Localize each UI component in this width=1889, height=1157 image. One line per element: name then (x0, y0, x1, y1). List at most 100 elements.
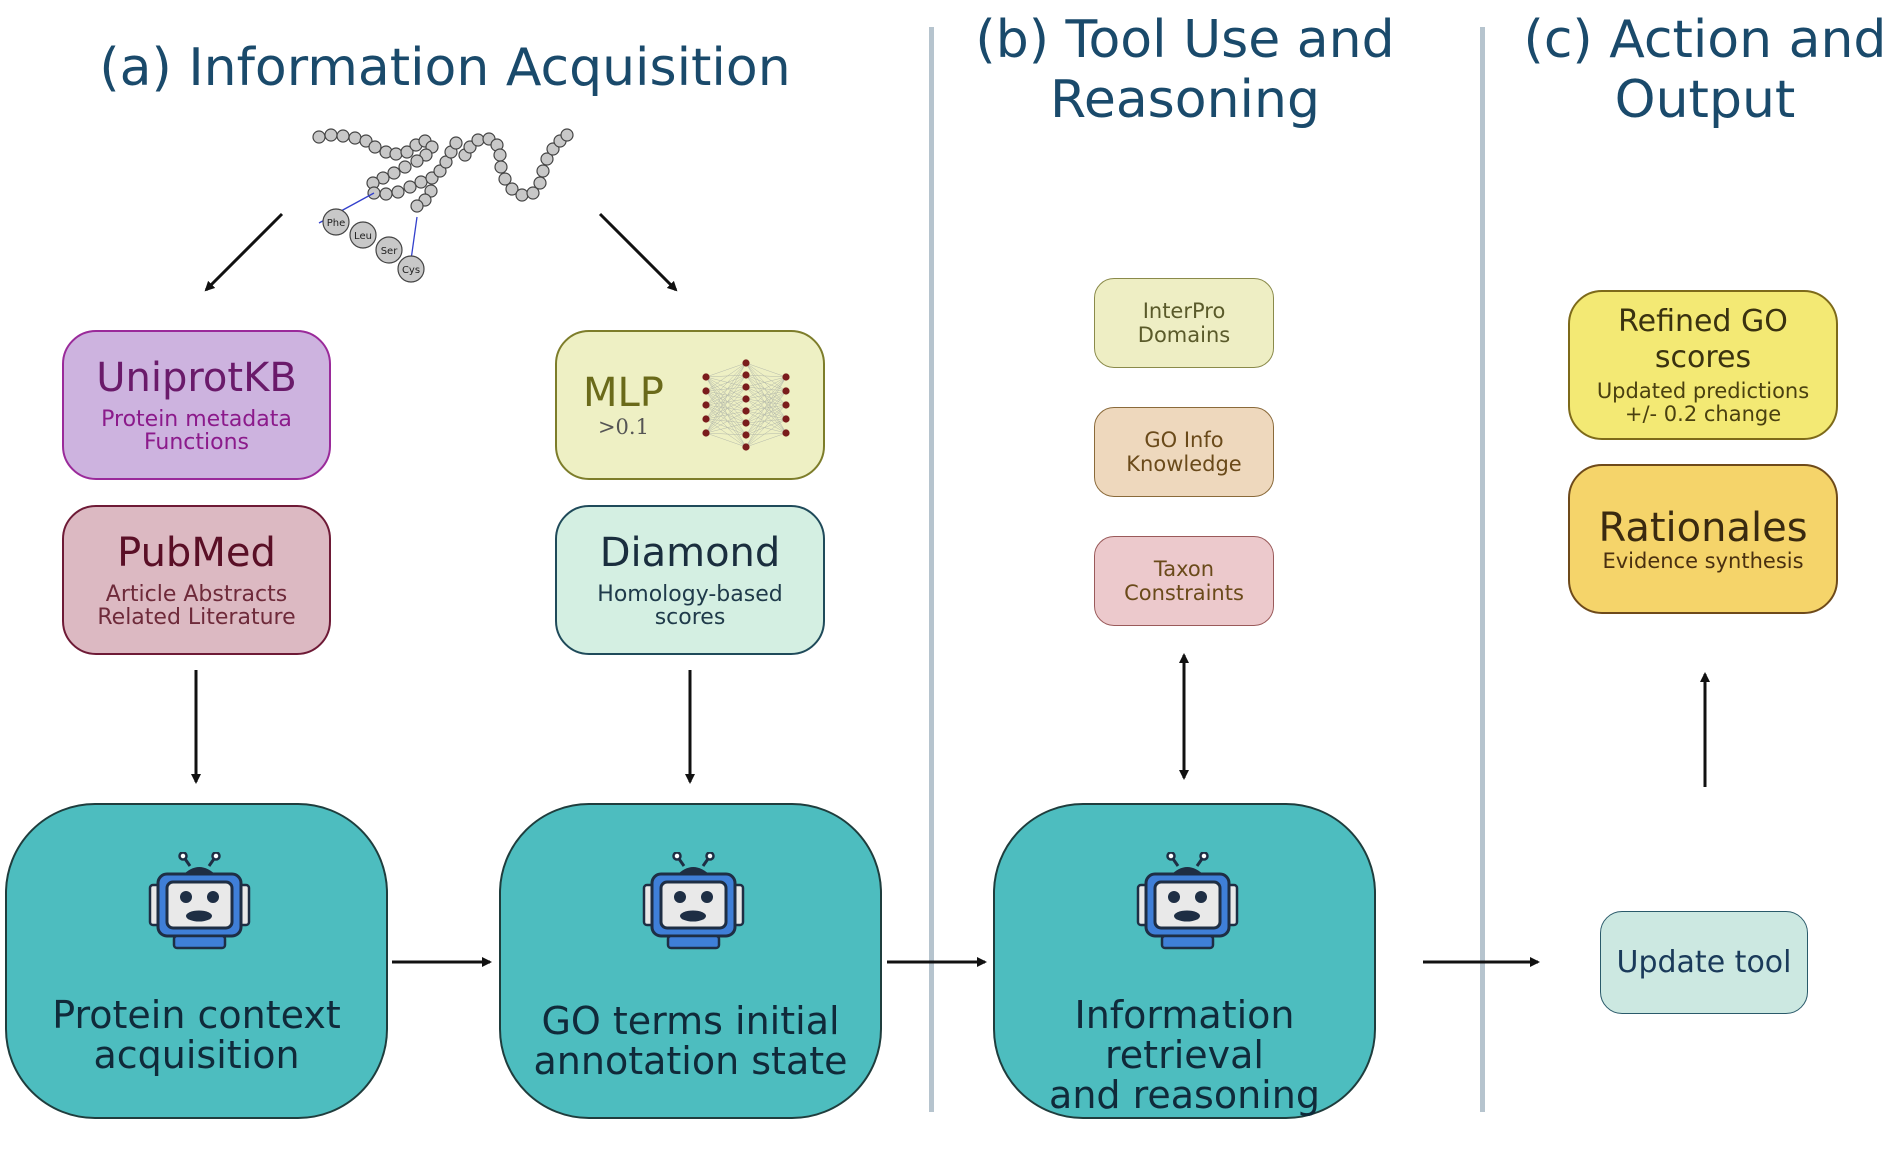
amino-acid-bead (494, 160, 508, 174)
agent-information-retrieval: Information retrieval and reasoning (993, 803, 1376, 1119)
mlp-box: MLP >0.1 (555, 330, 825, 480)
amino-acid-bead (433, 164, 447, 178)
arrow-protein-to-uniprot (204, 212, 284, 292)
rationales-line1: Evidence synthesis (1602, 548, 1804, 573)
amino-acid-bead (449, 136, 463, 150)
interpro-line2: Domains (1137, 323, 1231, 347)
section-c-title-line1: (c) Action and (1523, 10, 1887, 70)
goinfo-line1: GO Info (1144, 428, 1224, 452)
residue-cys-label: Cys (402, 265, 420, 276)
refined-line1: Updated predictions (1596, 379, 1810, 403)
neural-network-icon (702, 359, 790, 451)
agent-retrieval-line1: Information retrieval (1074, 993, 1295, 1077)
nn-node (742, 431, 750, 439)
residue-phe (322, 208, 350, 236)
robot-icon (1136, 852, 1239, 950)
interpro-domains-tool: InterPro Domains (1094, 278, 1274, 368)
nn-node (782, 401, 790, 409)
nn-node (742, 383, 750, 391)
agent-retrieval-label: Information retrieval and reasoning (995, 995, 1374, 1115)
update-tool-label: Update tool (1616, 944, 1792, 980)
residue-ser (375, 236, 403, 264)
goinfo-line2: Knowledge (1126, 452, 1242, 476)
nn-node (702, 373, 710, 381)
nn-node (782, 387, 790, 395)
amino-acid-bead (387, 166, 401, 180)
nn-node (742, 443, 750, 451)
mlp-threshold: >0.1 (597, 415, 649, 439)
amino-acid-bead (560, 128, 574, 142)
nn-node (702, 429, 710, 437)
agent-context-line2: acquisition (93, 1033, 300, 1077)
divider-bc (1480, 27, 1485, 1112)
nn-node (702, 401, 710, 409)
pubmed-line1: Article Abstracts (105, 582, 288, 607)
nn-node (782, 373, 790, 381)
agent-go-terms: GO terms initial annotation state (499, 803, 882, 1119)
uniprotkb-title: UniprotKB (96, 355, 297, 401)
nn-node (702, 415, 710, 423)
arrow-protein-to-mlp (598, 212, 678, 292)
divider-ab (929, 27, 934, 1112)
taxon-line1: Taxon (1153, 557, 1215, 581)
nn-node (742, 395, 750, 403)
section-c-title: (c) Action and Output (1515, 10, 1889, 130)
section-b-title-line1: (b) Tool Use and (975, 10, 1395, 70)
amino-acid-bead (540, 152, 554, 166)
amino-acid-bead (368, 140, 382, 154)
update-tool-box: Update tool (1600, 911, 1808, 1014)
taxon-constraints-tool: Taxon Constraints (1094, 536, 1274, 626)
amino-acid-bead (498, 172, 512, 186)
refined-line2: +/- 0.2 change (1624, 402, 1782, 426)
nn-node (742, 371, 750, 379)
agent-goterms-line2: annotation state (533, 1039, 848, 1083)
nn-node (742, 407, 750, 415)
amino-acid-bead (424, 184, 438, 198)
nn-node (702, 387, 710, 395)
residue-phe-label: Phe (327, 218, 346, 229)
residue-leu (349, 221, 377, 249)
pubmed-line2: Related Literature (97, 605, 296, 630)
amino-acid-bead (398, 160, 412, 174)
pubmed-box: PubMed Article Abstracts Related Literat… (62, 505, 331, 655)
agent-context-label: Protein context acquisition (7, 995, 386, 1075)
uniprotkb-box: UniprotKB Protein metadata Functions (62, 330, 331, 480)
nn-node (782, 415, 790, 423)
agent-context-line1: Protein context (52, 993, 341, 1037)
amino-acid-bead (526, 186, 540, 200)
mlp-title: MLP (583, 370, 664, 416)
mlp-text: MLP >0.1 (583, 371, 664, 439)
agent-protein-context: Protein context acquisition (5, 803, 388, 1119)
uniprotkb-line1: Protein metadata (101, 407, 292, 432)
agent-goterms-label: GO terms initial annotation state (501, 1001, 880, 1081)
amino-acid-bead (403, 180, 417, 194)
rationales-title: Rationales (1598, 504, 1808, 551)
section-a-title: (a) Information Acquisition (99, 38, 791, 98)
diamond-line2: scores (654, 605, 726, 630)
section-b-title-line2: Reasoning (1050, 70, 1320, 130)
amino-acid-bead (536, 164, 550, 178)
amino-acid-bead (410, 199, 424, 213)
diamond-box: Diamond Homology-based scores (555, 505, 825, 655)
go-info-tool: GO Info Knowledge (1094, 407, 1274, 497)
nn-node (742, 419, 750, 427)
diamond-title: Diamond (599, 530, 781, 576)
diamond-line1: Homology-based (597, 582, 783, 607)
amino-acid-bead (410, 154, 424, 168)
pubmed-title: PubMed (117, 530, 276, 576)
amino-acid-bead (400, 145, 414, 159)
section-c-title-line2: Output (1614, 70, 1796, 130)
amino-acid-bead (533, 176, 547, 190)
protein-chain-illustration: Phe Leu Ser Cys (312, 128, 574, 283)
amino-acid-bead (505, 182, 519, 196)
uniprotkb-line2: Functions (143, 430, 250, 455)
residue-leu-label: Leu (354, 231, 372, 242)
robot-icon (148, 852, 251, 950)
nn-node (782, 429, 790, 437)
rationales-box: Rationales Evidence synthesis (1568, 464, 1838, 614)
interpro-line1: InterPro (1142, 299, 1226, 323)
taxon-line2: Constraints (1124, 581, 1244, 605)
agent-goterms-line1: GO terms initial (541, 999, 840, 1043)
amino-acid-bead (391, 185, 405, 199)
